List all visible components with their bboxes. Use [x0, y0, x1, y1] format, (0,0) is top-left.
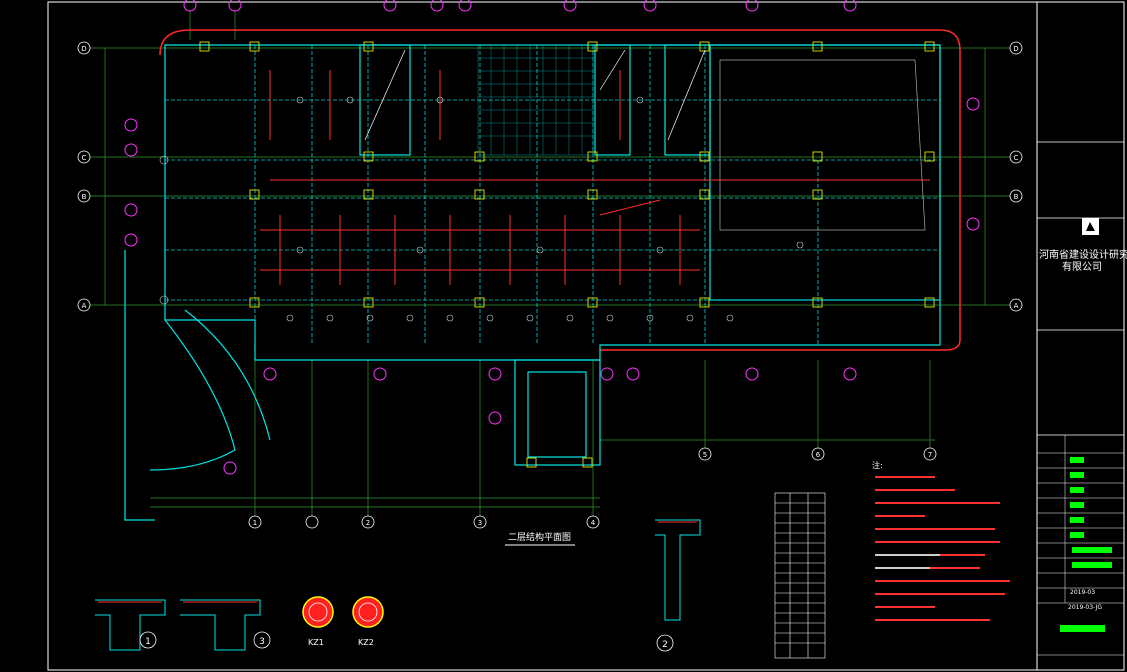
rebar-marks	[260, 70, 930, 285]
row-label-right-d: D	[1013, 45, 1018, 53]
section-mark-1: 1	[145, 637, 151, 647]
axis-label-6: 6	[816, 451, 821, 459]
drawing-title: 二层结构平面图	[508, 531, 571, 543]
title-block-drawing-no: 2019-03-JG	[1068, 604, 1102, 611]
row-label-left-b: B	[82, 193, 87, 201]
row-axis-labels: D C B A D C B A	[81, 45, 1018, 310]
grid-lines	[90, 10, 1010, 520]
rebar-schedule-table	[774, 492, 826, 659]
axis-label-1: 1	[253, 519, 257, 527]
row-label-right-b: B	[1014, 193, 1019, 201]
column-axis-bubbles	[248, 447, 937, 529]
section-bubbles	[124, 0, 980, 475]
section-mark-circles	[139, 631, 674, 652]
outer-frame	[47, 1, 1125, 671]
section-mark-2: 2	[662, 640, 668, 650]
building-outline	[159, 29, 961, 351]
axis-label-3: 3	[478, 519, 482, 527]
axis-label-7: 7	[928, 451, 932, 459]
axis-label-4: 4	[591, 519, 596, 527]
column-axis-labels: 1 2 3 4 5 6 7	[253, 451, 932, 527]
notes-heading: 注:	[872, 460, 883, 470]
openings	[364, 49, 926, 231]
row-label-right-a: A	[1014, 302, 1019, 310]
company-name-line2: 有限公司	[1062, 260, 1102, 273]
notes-lines	[875, 476, 1010, 621]
section-details	[95, 519, 701, 651]
columns	[199, 41, 935, 468]
section-mark-labels: 1 3 2	[145, 637, 668, 650]
slab-markers	[159, 96, 804, 322]
company-name-line1: 河南省建设设计研究院	[1039, 248, 1127, 261]
row-label-left-a: A	[82, 302, 87, 310]
column-label-kz2: KZ2	[358, 638, 374, 647]
column-sections	[302, 596, 384, 628]
title-block-date: 2019-03	[1070, 589, 1095, 596]
row-label-right-c: C	[1014, 154, 1019, 162]
section-mark-3: 3	[259, 637, 265, 647]
axis-label-2: 2	[366, 519, 370, 527]
column-label-kz1: KZ1	[308, 638, 324, 647]
row-axis-bubbles	[77, 41, 1023, 312]
axis-label-5: 5	[703, 451, 707, 459]
notes-lines-white	[875, 554, 940, 569]
row-label-left-d: D	[81, 45, 86, 53]
title-block	[1037, 141, 1124, 656]
beams	[165, 45, 940, 345]
row-label-left-c: C	[82, 154, 87, 162]
section-rebar	[98, 521, 697, 603]
